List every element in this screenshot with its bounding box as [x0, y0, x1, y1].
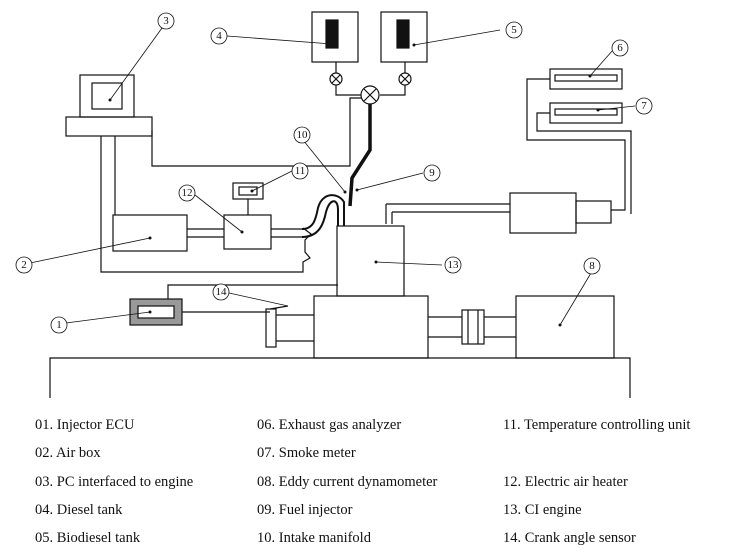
exhaust-gas-analyzer — [549, 68, 623, 90]
legend: 01. Injector ECU 02. Air box 03. PC inte… — [0, 400, 731, 552]
callout-14: 14 — [216, 286, 228, 298]
callout-3: 3 — [163, 15, 169, 27]
callout-11: 11 — [295, 165, 306, 177]
legend-item-06: 06. Exhaust gas analyzer — [257, 417, 402, 433]
legend-item-09: 09. Fuel injector — [257, 502, 353, 518]
pc-monitor — [79, 74, 135, 118]
legend-item-05: 05. Biodiesel tank — [35, 530, 141, 546]
temperature-controller — [232, 182, 264, 200]
callout-6: 6 — [617, 42, 623, 54]
callout-12: 12 — [182, 187, 193, 199]
legend-item-02: 02. Air box — [35, 445, 101, 461]
ci-engine — [336, 225, 405, 297]
callout-7: 7 — [641, 100, 647, 112]
legend-item-07: 07. Smoke meter — [257, 445, 356, 461]
callout-1: 1 — [56, 319, 62, 331]
intake-manifold — [301, 194, 345, 230]
pc-base — [65, 116, 153, 137]
callout-13: 13 — [448, 259, 460, 271]
engine-setup-diagram: 1 2 3 4 5 6 7 8 9 10 11 12 13 14 — [15, 11, 653, 398]
legend-item-10: 10. Intake manifold — [257, 530, 371, 546]
diesel-tank — [311, 11, 359, 63]
legend-item-08: 08. Eddy current dynamometer — [257, 474, 438, 490]
biodiesel-tank — [380, 11, 428, 63]
legend-item-01: 01. Injector ECU — [35, 417, 135, 433]
test-bed — [49, 357, 631, 398]
callout-2: 2 — [21, 259, 27, 271]
electric-air-heater — [223, 214, 272, 250]
callout-4: 4 — [216, 30, 222, 42]
callout-8: 8 — [589, 260, 595, 272]
crank-angle-sensor — [265, 308, 277, 348]
callout-9: 9 — [429, 167, 435, 179]
exhaust-muffler — [509, 192, 577, 234]
legend-item-14: 14. Crank angle sensor — [503, 530, 636, 546]
legend-item-04: 04. Diesel tank — [35, 502, 123, 518]
callout-5: 5 — [511, 24, 517, 36]
legend-item-12: 12. Electric air heater — [503, 474, 628, 490]
shaft-coupling — [461, 309, 485, 345]
callout-10: 10 — [297, 129, 309, 141]
legend-item-03: 03. PC interfaced to engine — [35, 474, 194, 490]
engine-block — [313, 295, 429, 359]
smoke-meter — [549, 102, 623, 124]
legend-item-13: 13. CI engine — [503, 502, 582, 518]
air-box — [112, 214, 188, 252]
eddy-current-dynamometer — [515, 295, 615, 359]
legend-item-11: 11. Temperature controlling unit — [503, 417, 691, 433]
pc-screen — [91, 82, 123, 110]
